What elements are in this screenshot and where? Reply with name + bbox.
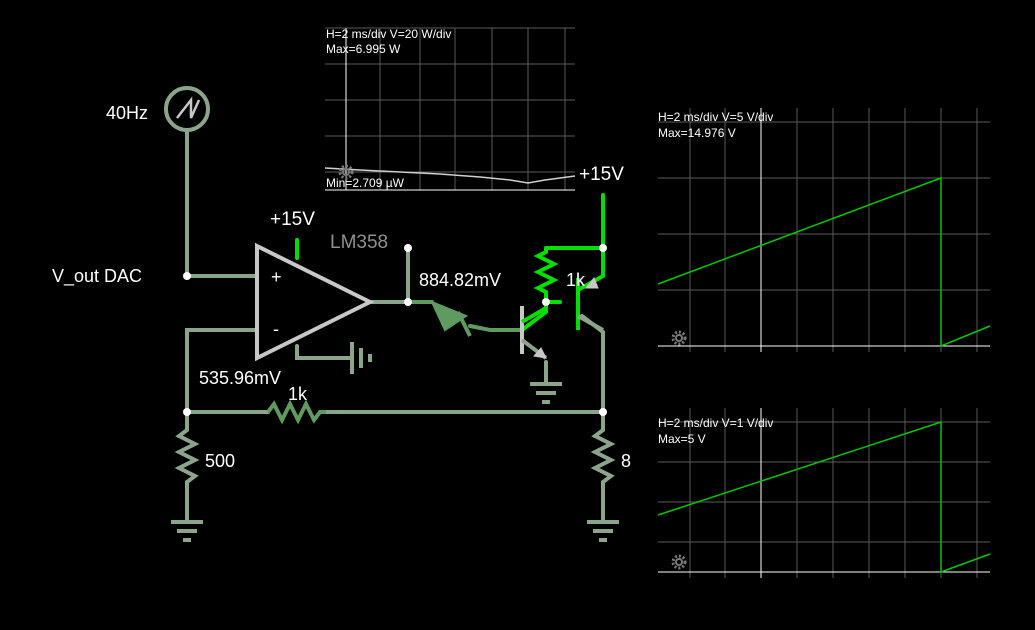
resistor-feedback-1k[interactable] [266,399,326,425]
gear-icon[interactable] [671,554,687,570]
scope-min-label: Min=2.709 µW [326,176,405,190]
scope-scale-label: H=2 ms/div V=5 V/div [658,110,773,124]
scope-voltage-b[interactable]: H=2 ms/div V=1 V/div Max=5 V [657,408,991,578]
resistor-base-1k[interactable] [533,248,559,300]
scope-grid [325,27,575,190]
opamp-name-label: LM358 [330,232,388,253]
scope-max-label: Max=14.976 V [658,126,736,140]
scope-grid [658,108,990,352]
supply-right-label: +15V [579,164,624,185]
scope-voltage-a[interactable]: H=2 ms/div V=5 V/div Max=14.976 V [657,108,991,352]
npn-transistor-driver[interactable] [520,306,548,360]
scope-power[interactable]: H=2 ms/div V=20 W/div Max=6.995 W Min=2.… [324,27,576,191]
ground-symbol [171,520,203,542]
gear-icon[interactable] [671,330,687,346]
resistor-500[interactable] [174,428,200,486]
gear-icon[interactable] [338,164,354,180]
node-voltage-output: 884.82mV [419,270,501,290]
resistor-load-value: 8 [621,451,631,471]
scope-scale-label: H=2 ms/div V=20 W/div [326,27,451,41]
ground-symbol [530,382,562,404]
ground-symbol [350,342,372,374]
scope-trace [657,420,991,574]
opamp-supply-label: +15V [270,209,315,230]
sawtooth-source-icon[interactable] [164,86,210,132]
resistor-feedback-value: 1k [288,384,308,404]
diode[interactable] [430,300,472,337]
scope-max-label: Max=6.995 W [326,42,401,56]
input-label: V_out DAC [52,266,142,287]
scope-scale-label: H=2 ms/div V=1 V/div [658,416,773,430]
opamp-lm358[interactable]: + - [255,242,375,362]
pnp-transistor-power[interactable] [576,274,604,332]
node-voltage-inverting: 535.96mV [199,368,281,388]
wires[interactable] [185,128,605,524]
scope-trace [324,167,576,184]
source-frequency-label: 40Hz [106,103,148,123]
opamp-minus-sign: - [273,319,279,339]
resistor-500-value: 500 [205,451,235,471]
junction-dots [183,244,607,416]
resistor-base-value: 1k [566,270,586,290]
scope-trace [657,176,991,348]
opamp-plus-sign: + [271,267,282,287]
scope-max-label: Max=5 V [658,432,706,446]
ground-symbol [587,520,619,542]
resistor-load-8[interactable] [590,428,616,486]
scope-grid [658,408,990,578]
